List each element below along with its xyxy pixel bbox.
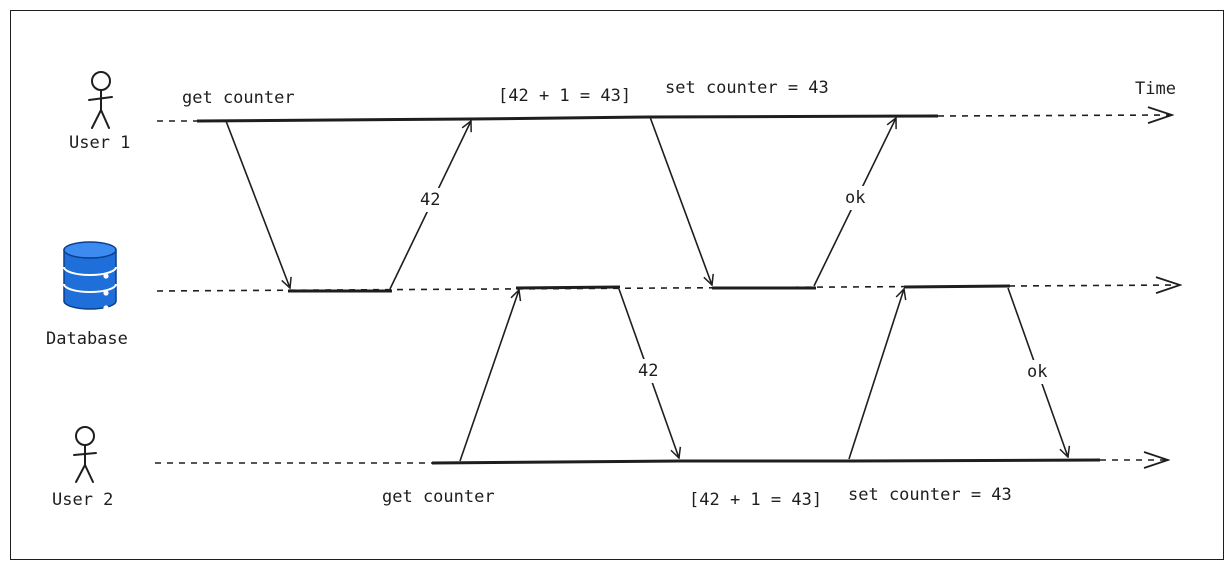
database-icon bbox=[63, 241, 117, 311]
msg-user1-set bbox=[649, 116, 712, 285]
user1-figure-icon bbox=[88, 71, 113, 129]
time-label: Time bbox=[1135, 79, 1176, 99]
user1-get-label: get counter bbox=[182, 88, 295, 108]
user1-active-bar bbox=[196, 114, 939, 123]
db-active-4 bbox=[903, 284, 1011, 289]
response-label-ok-user2: ok bbox=[1027, 362, 1048, 382]
user1-compute-label: [42 + 1 = 43] bbox=[498, 86, 632, 106]
user1-dashed-after bbox=[937, 115, 1172, 116]
user1-timeline bbox=[157, 115, 1172, 121]
actor-label-user1: User 1 bbox=[69, 133, 131, 153]
msg-user2-get bbox=[459, 290, 519, 462]
user2-compute-label: [42 + 1 = 43] bbox=[689, 490, 823, 510]
msg-user1-get bbox=[225, 120, 290, 288]
response-label-42-user2: 42 bbox=[638, 361, 659, 381]
user2-timeline bbox=[155, 460, 1168, 463]
diagram-frame bbox=[10, 10, 1224, 560]
user1-set-label: set counter = 43 bbox=[665, 78, 829, 98]
user2-set-label: set counter = 43 bbox=[848, 485, 1012, 505]
msg-user2-set bbox=[848, 289, 904, 460]
user2-active-bar bbox=[431, 458, 1101, 465]
user2-get-label: get counter bbox=[382, 487, 495, 507]
actor-label-database: Database bbox=[46, 329, 128, 349]
response-label-ok-user1: ok bbox=[845, 188, 866, 208]
db-active-2 bbox=[515, 285, 621, 290]
database-timeline bbox=[156, 284, 1180, 291]
actor-label-user2: User 2 bbox=[52, 490, 114, 510]
user2-figure-icon bbox=[73, 426, 97, 483]
messages bbox=[225, 116, 1068, 462]
response-label-42-user1: 42 bbox=[420, 190, 441, 210]
